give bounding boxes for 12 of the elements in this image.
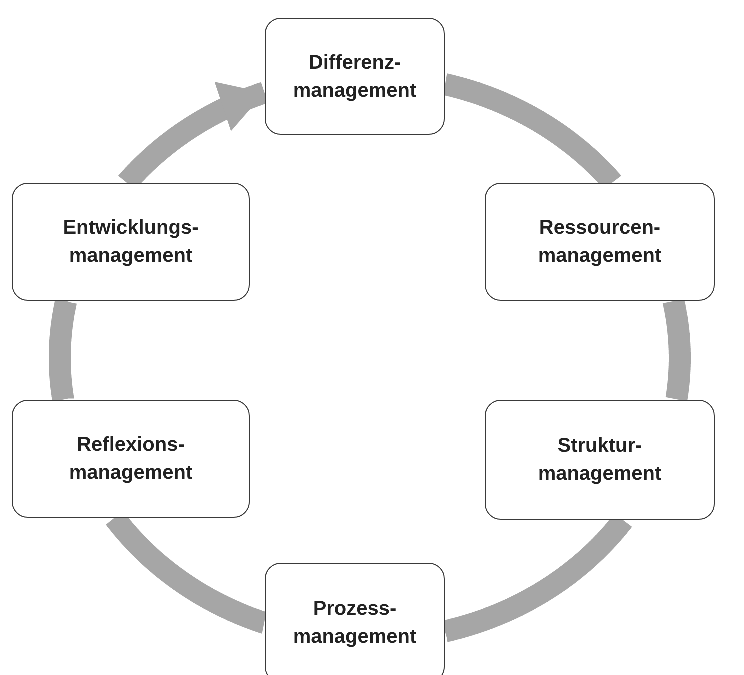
node-label: Struktur- management <box>537 434 663 487</box>
node-label: Ressourcen- management <box>537 216 663 269</box>
process-box <box>265 563 445 675</box>
node-label: Reflexions- management <box>68 433 194 486</box>
node-label: Entwicklungs- management <box>62 216 200 269</box>
process-box <box>12 183 250 301</box>
process-box <box>265 18 445 135</box>
node-label: Prozess- management <box>292 597 418 650</box>
node-label: Differenz- management <box>292 50 418 104</box>
process-box <box>485 183 715 301</box>
process-box <box>485 400 715 520</box>
process-box <box>12 400 250 518</box>
